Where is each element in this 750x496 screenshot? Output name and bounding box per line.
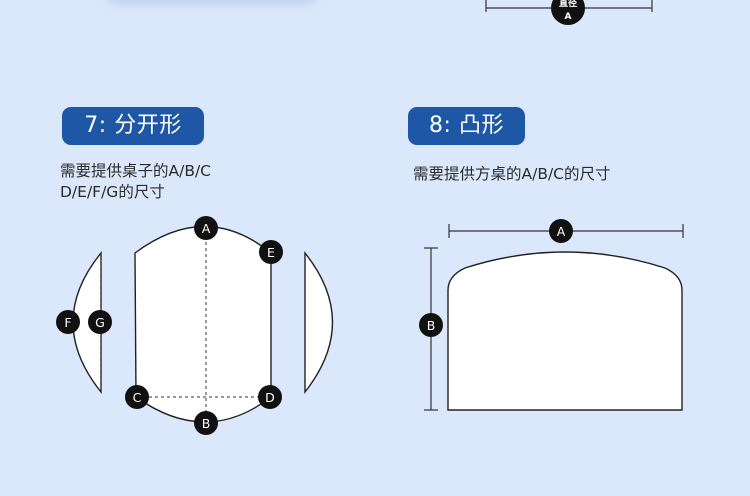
- diameter-marker: [551, 0, 585, 25]
- marker-b8: B: [419, 313, 443, 337]
- marker-a7: A: [194, 216, 218, 240]
- section8-title-badge: 8: 凸形: [408, 107, 525, 145]
- svg-text:B: B: [202, 416, 211, 431]
- diameter-label-line1: 直径: [559, 0, 577, 9]
- marker-e7: E: [259, 240, 283, 264]
- center-table-piece: [134, 225, 272, 423]
- section7-title-badge: 7: 分开形: [62, 107, 204, 145]
- marker-d7: D: [258, 385, 282, 409]
- svg-text:A: A: [202, 221, 211, 236]
- svg-text:A: A: [557, 224, 566, 239]
- diameter-dimension: 直径 A: [485, 0, 653, 25]
- marker-a8: A: [549, 219, 573, 243]
- marker-b7: B: [194, 411, 218, 435]
- right-side-piece: [304, 250, 334, 395]
- marker-f7: F: [56, 310, 80, 334]
- svg-text:D: D: [265, 390, 275, 405]
- marker-g7: G: [88, 310, 112, 334]
- split-table-diagram: A E F G C D B: [56, 216, 334, 435]
- convex-table-shape: [447, 251, 683, 411]
- svg-text:C: C: [133, 390, 142, 405]
- section7-description: 需要提供桌子的A/B/C D/E/F/G的尺寸: [60, 161, 211, 203]
- svg-text:F: F: [64, 315, 71, 330]
- svg-text:B: B: [427, 318, 436, 333]
- section7-desc-line2: D/E/F/G的尺寸: [60, 183, 165, 201]
- section8-description: 需要提供方桌的A/B/C的尺寸: [413, 165, 611, 183]
- svg-text:G: G: [95, 315, 105, 330]
- convex-table-diagram: A B: [419, 219, 684, 411]
- svg-text:E: E: [267, 245, 275, 260]
- diameter-label-line2: A: [565, 12, 572, 22]
- section7-desc-line1: 需要提供桌子的A/B/C: [60, 162, 212, 180]
- marker-c7: C: [125, 385, 149, 409]
